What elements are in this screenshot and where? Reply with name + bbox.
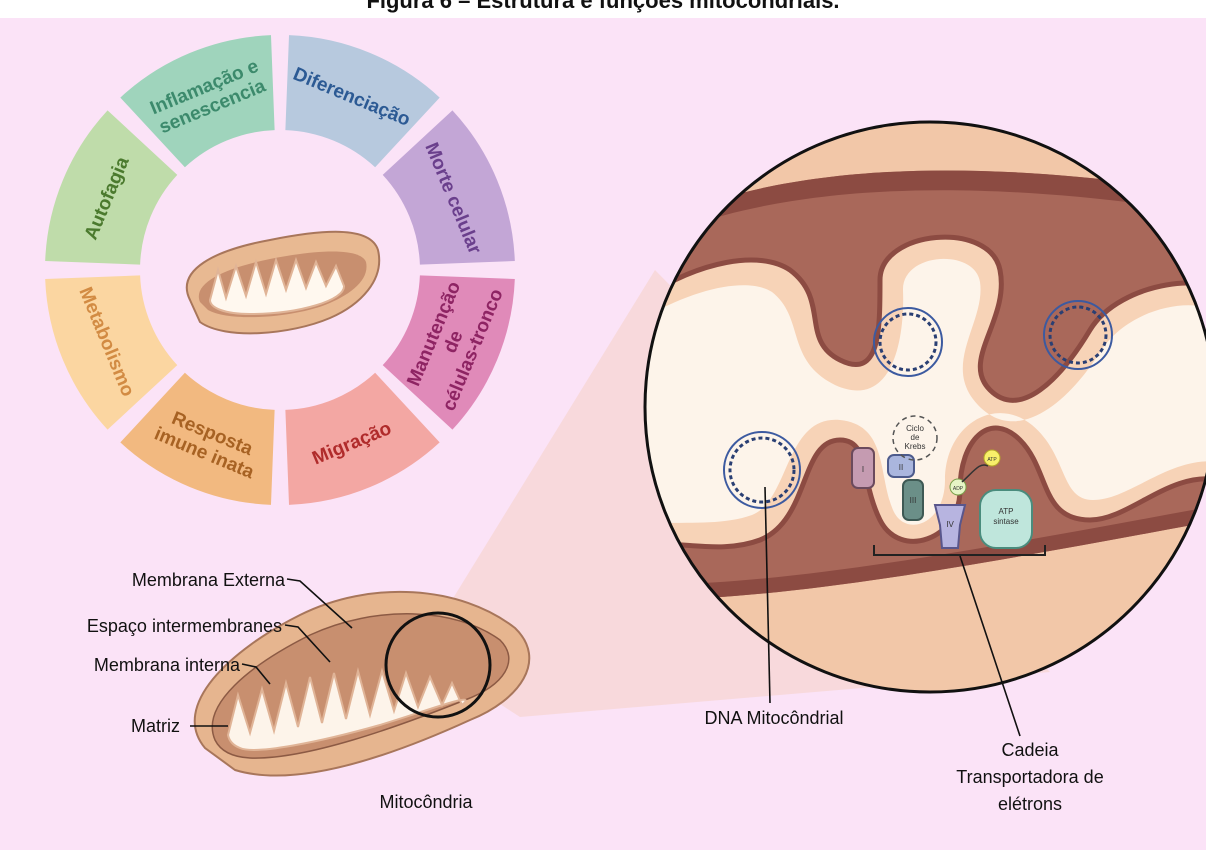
label-etc-line1: Cadeia [1001,740,1059,760]
complex-iv-label: IV [946,520,954,529]
complex-iii-label: III [910,496,917,505]
atp-synthase-label-1: ATP [999,507,1014,516]
label-outer-membrane: Membrana Externa [132,570,286,590]
label-etc-line2: Transportadora de [956,767,1103,787]
label-etc-line3: elétrons [998,794,1062,814]
krebs-label-2: de [911,433,920,442]
label-mitochondrion: Mitocôndria [379,792,473,812]
krebs-label-1: Ciclo [906,424,924,433]
adp-label: ADP [953,486,964,492]
atp-label: ATP [987,457,997,463]
label-intermembrane-space: Espaço intermembranes [87,616,282,636]
atp-synthase-label-2: sintase [993,517,1019,526]
label-mtdna: DNA Mitocôndrial [704,708,843,728]
label-inner-membrane: Membrana interna [94,655,241,675]
wheel-center-mitochondrion [187,232,379,334]
label-matrix: Matriz [131,716,180,736]
krebs-label-3: Krebs [905,442,926,451]
complex-ii-label: II [899,463,903,472]
complex-i-label: I [862,465,864,474]
